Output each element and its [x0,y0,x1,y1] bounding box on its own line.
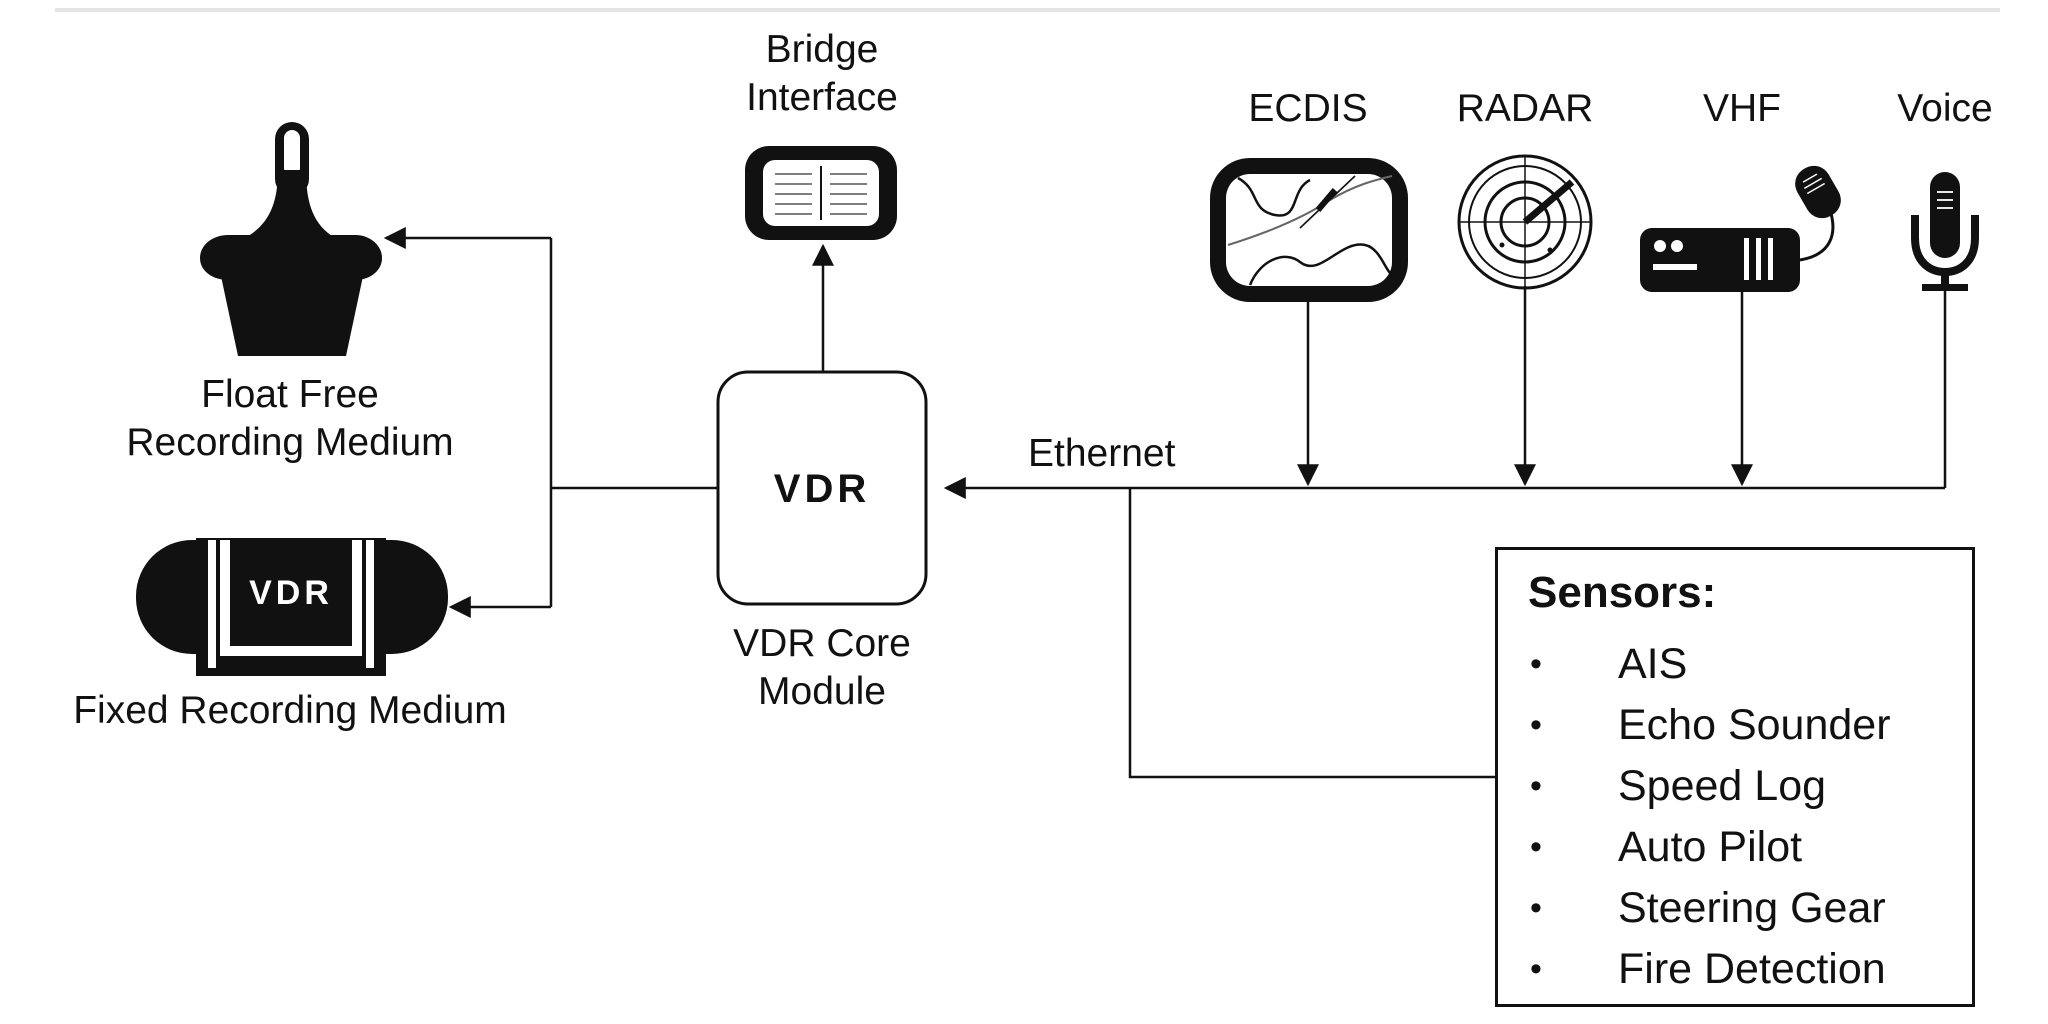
sensor-item-label: Steering Gear [1618,884,1886,932]
vhf-label: VHF [1703,87,1781,130]
sensors-connector [1128,488,1495,779]
ecdis-label: ECDIS [1248,87,1368,130]
sensor-item-label: Fire Detection [1618,945,1886,993]
vhf-icon [1640,165,1841,292]
bullet-icon: • [1530,706,1542,744]
bridge-interface-icon [745,146,897,240]
bullet-icon: • [1530,767,1542,805]
vdr-core-label: VDR Core Module [733,622,911,713]
ecdis-icon [1210,158,1408,302]
radar-label: RADAR [1456,87,1594,130]
vdr-core-box-label: VDR [774,467,870,511]
sensor-item-label: Auto Pilot [1618,823,1803,871]
sensors-title: Sensors: [1528,568,1717,617]
bullet-icon: • [1530,889,1542,927]
sensor-item-label: AIS [1618,640,1688,688]
float-free-capsule-icon [200,122,382,356]
sensor-item-label: Speed Log [1618,762,1827,810]
bridge-interface-label: Bridge Interface [746,28,898,119]
ethernet-label: Ethernet [1028,432,1176,475]
fixed-recording-label: Fixed Recording Medium [73,689,507,732]
voice-label: Voice [1897,87,1993,130]
bullet-icon: • [1530,950,1542,988]
float-free-label: Float Free Recording Medium [126,373,454,464]
fixed-capsule-label: VDR [249,574,333,612]
fixed-capsule-icon: VDR [136,538,448,676]
bullet-icon: • [1530,645,1542,683]
sensor-item-label: Echo Sounder [1618,701,1891,749]
sensors-box: Sensors: • AIS • Echo Sounder • Speed Log •… [1495,547,1975,1007]
radar-icon [1457,154,1593,290]
bullet-icon: • [1530,828,1542,866]
microphone-icon [1911,172,1979,291]
vdr-core-box [716,370,928,606]
